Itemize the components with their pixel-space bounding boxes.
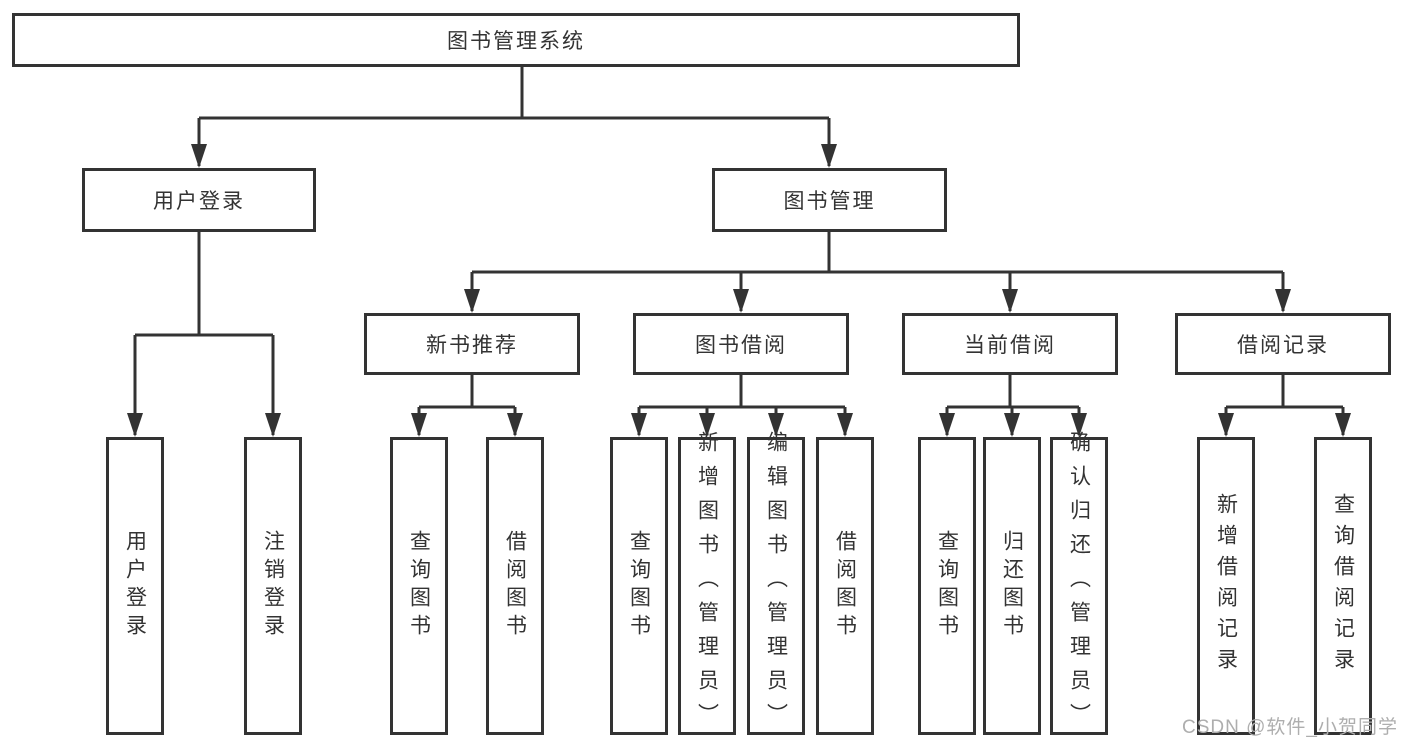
node-label: 用户登录 [153, 190, 245, 213]
leaf-query-borrow-record: 查询借阅记录 [1314, 437, 1372, 735]
node-library-system-root: 图书管理系统 [12, 13, 1020, 67]
node-book-management-branch: 图书管理 [712, 168, 947, 232]
node-current-borrowing: 当前借阅 [902, 313, 1118, 375]
node-label: 借阅图书 [503, 530, 527, 642]
node-new-book-recommendation: 新书推荐 [364, 313, 580, 375]
node-label: 新增图书（管理员） [695, 431, 719, 737]
node-label: 用户登录 [123, 530, 147, 642]
csdn-watermark: CSDN @软件_小贺同学 [1182, 717, 1398, 738]
node-label: 编辑图书（管理员） [764, 431, 788, 737]
leaf-confirm-return-admin: 确认归还（管理员） [1050, 431, 1108, 737]
node-label: 当前借阅 [964, 334, 1056, 357]
node-label: 归还图书 [1000, 530, 1024, 642]
node-label: 查询图书 [627, 530, 651, 642]
leaf-edit-books-admin: 编辑图书（管理员） [747, 431, 805, 737]
node-label: 图书借阅 [695, 334, 787, 357]
leaf-borrow-books: 借阅图书 [816, 437, 874, 735]
leaf-logout: 注销登录 [244, 437, 302, 735]
node-label: 查询图书 [935, 530, 959, 642]
leaf-query-books-borrow: 查询图书 [610, 437, 668, 735]
node-label: 借阅图书 [833, 530, 857, 642]
node-borrowing-records: 借阅记录 [1175, 313, 1391, 375]
node-user-login-branch: 用户登录 [82, 168, 316, 232]
node-label: 新增借阅记录 [1214, 493, 1238, 679]
node-label: 图书管理系统 [447, 30, 585, 53]
node-label: 借阅记录 [1237, 334, 1329, 357]
leaf-query-books-current: 查询图书 [918, 437, 976, 735]
leaf-add-borrow-record: 新增借阅记录 [1197, 437, 1255, 735]
node-label: 新书推荐 [426, 334, 518, 357]
node-book-borrowing: 图书借阅 [633, 313, 849, 375]
leaf-borrow-books-recommend: 借阅图书 [486, 437, 544, 735]
node-label: 查询借阅记录 [1331, 493, 1355, 679]
leaf-add-books-admin: 新增图书（管理员） [678, 431, 736, 737]
node-label: 图书管理 [783, 190, 876, 213]
leaf-user-login: 用户登录 [106, 437, 164, 735]
node-label: 确认归还（管理员） [1067, 431, 1091, 737]
leaf-return-books: 归还图书 [983, 437, 1041, 735]
node-label: 查询图书 [407, 530, 431, 642]
node-label: 注销登录 [261, 530, 285, 642]
leaf-query-books-recommend: 查询图书 [390, 437, 448, 735]
